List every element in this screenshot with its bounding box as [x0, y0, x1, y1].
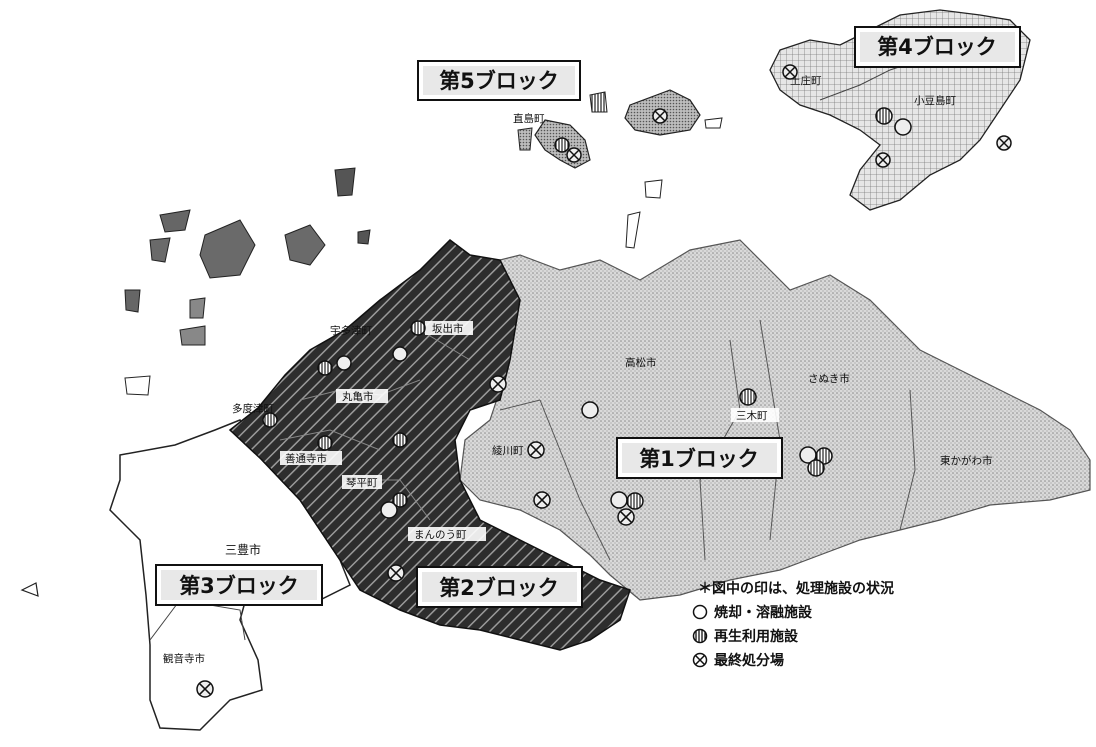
island-3 [284, 224, 326, 266]
block5-label-box: 第5ブロック [417, 60, 581, 101]
legend: ＊図中の印は、処理施設の状況 焼却・溶融施設 再生利用施設 最終処分場 [692, 576, 894, 672]
recycling-symbol [262, 412, 278, 428]
block3-label-box: 第3ブロック [155, 564, 323, 606]
incinerator-symbol [581, 401, 599, 419]
legend-item-incinerator: 焼却・溶融施設 [692, 600, 894, 624]
arrow-mark [20, 582, 39, 597]
block4-label: 第4ブロック [877, 35, 997, 59]
legend-label-landfill: 最終処分場 [714, 653, 784, 669]
incinerator-symbol [894, 118, 912, 136]
landfill-symbol [566, 147, 582, 163]
landfill-icon [692, 652, 708, 668]
block5-island-small2 [517, 127, 533, 151]
legend-item-recycling: 再生利用施設 [692, 624, 894, 648]
label-utazu: 宇多津町 [330, 324, 372, 337]
recycling-symbol [554, 137, 570, 153]
landfill-symbol [196, 680, 214, 698]
label-tadotsu: 多度津町 [232, 402, 274, 415]
island-6 [124, 289, 141, 313]
label-sanuki: さぬき市 [808, 372, 850, 385]
label-zentsuji: 善通寺市 [285, 452, 327, 465]
incinerator-icon [692, 604, 708, 620]
island-2 [199, 219, 256, 279]
block1-label-box: 第1ブロック [616, 437, 783, 479]
label-marugame: 丸亀市 [342, 390, 374, 403]
label-sakaide: 坂出市 [432, 322, 464, 335]
island-1 [159, 209, 191, 233]
recycling-icon [692, 628, 708, 644]
island-4 [149, 237, 171, 263]
island-9 [124, 375, 151, 396]
island-7 [179, 325, 206, 346]
landfill-symbol [527, 441, 545, 459]
legend-label-incinerator: 焼却・溶融施設 [714, 605, 812, 621]
legend-label-recycling: 再生利用施設 [714, 629, 798, 645]
recycling-symbol [875, 107, 893, 125]
block1-label: 第1ブロック [639, 447, 759, 471]
recycling-symbol [739, 388, 757, 406]
recycling-symbol [410, 320, 426, 336]
landfill-symbol [617, 508, 635, 526]
island-8 [189, 297, 206, 319]
block5-label: 第5ブロック [439, 69, 559, 93]
landfill-symbol [387, 564, 405, 582]
block3-label: 第3ブロック [179, 574, 299, 598]
landfill-symbol [652, 108, 668, 124]
island-12 [625, 211, 641, 249]
incinerator-symbol [380, 501, 398, 519]
label-takamatsu: 高松市 [625, 356, 657, 369]
recycling-symbol [317, 435, 333, 451]
block2-region [228, 239, 631, 651]
island-5 [334, 167, 356, 197]
label-tonosho: 土庄町 [790, 74, 822, 87]
block4-label-box: 第4ブロック [854, 26, 1021, 68]
legend-item-landfill: 最終処分場 [692, 648, 894, 672]
recycling-symbol [392, 432, 408, 448]
recycling-symbol [626, 492, 644, 510]
label-mitoyo: 三豊市 [225, 542, 261, 557]
island-11 [644, 179, 663, 199]
landfill-symbol [996, 135, 1012, 151]
label-shodoshima: 小豆島町 [914, 94, 956, 107]
landfill-symbol [489, 375, 507, 393]
landfill-symbol [875, 152, 891, 168]
landfill-symbol [533, 491, 551, 509]
landfill-symbol [782, 64, 798, 80]
legend-title: ＊図中の印は、処理施設の状況 [698, 581, 894, 597]
legend-title-row: ＊図中の印は、処理施設の状況 [692, 576, 894, 600]
label-naoshima: 直島町 [513, 112, 545, 125]
island-13 [704, 117, 723, 129]
recycling-symbol [392, 492, 408, 508]
label-miki: 三木町 [736, 410, 768, 422]
label-higashikagawa: 東かがわ市 [940, 454, 993, 467]
block2-label: 第2ブロック [439, 576, 559, 600]
label-ayagawa: 綾川町 [492, 444, 524, 457]
label-kanonji: 観音寺市 [163, 652, 205, 665]
island-10 [357, 229, 371, 245]
recycling-symbol [807, 459, 825, 477]
recycling-symbol [815, 447, 833, 465]
recycling-symbol [317, 360, 333, 376]
label-manno: まんのう町 [414, 529, 467, 541]
incinerator-symbol [610, 491, 628, 509]
block2-label-box: 第2ブロック [416, 566, 583, 608]
block5-island-small [589, 91, 608, 113]
incinerator-symbol [392, 346, 408, 362]
incinerator-symbol [336, 355, 352, 371]
label-kotohira: 琴平町 [346, 477, 378, 489]
